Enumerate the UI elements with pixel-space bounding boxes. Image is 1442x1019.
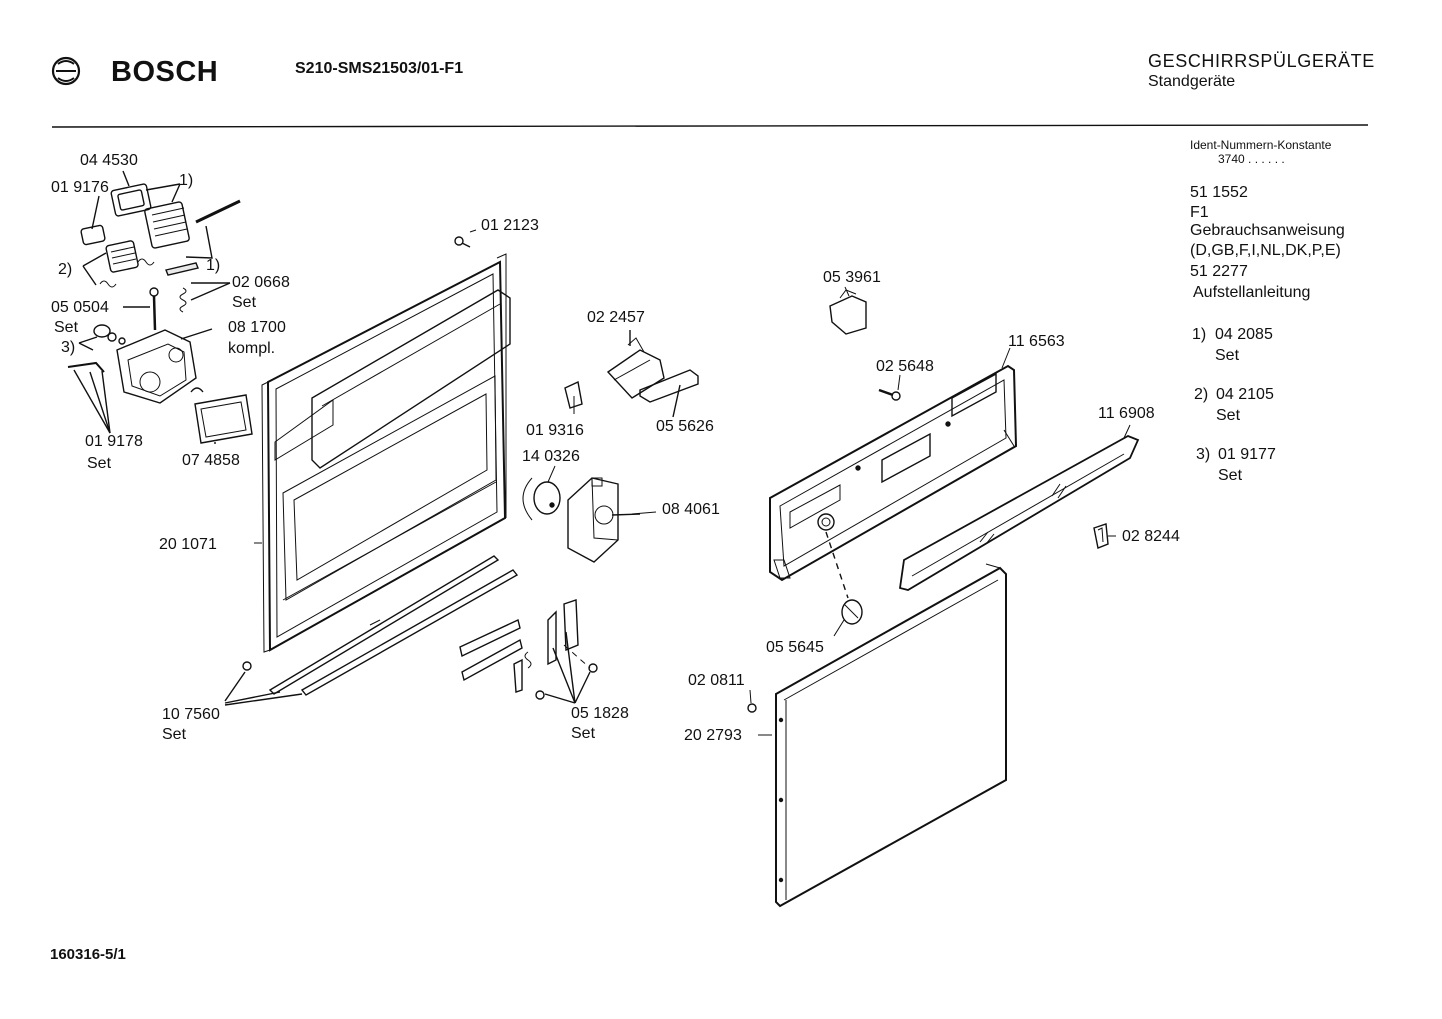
part-label: 07 4858: [182, 452, 240, 469]
part-label: 05 5645: [766, 639, 824, 656]
part-label: 08 1700: [228, 319, 286, 336]
part-label-set: Set: [232, 294, 257, 311]
document-number: 160316-5/1: [50, 946, 126, 963]
leader-lines-051828: [544, 631, 591, 704]
part-label-set: Set: [571, 725, 596, 742]
part-label: 01 9316: [526, 422, 584, 439]
hinge-bracket-part: [459, 599, 598, 700]
note-ref-label: 1): [206, 257, 221, 274]
bracket-plate-part: [165, 262, 199, 276]
microswitch-part: [564, 380, 583, 414]
ident-label: Ident-Nummern-Konstante: [1190, 138, 1332, 152]
doc2-number: 51 2277: [1190, 263, 1248, 280]
note-1-key: 1): [1192, 326, 1207, 343]
screw-rail-part: [242, 661, 252, 671]
control-panel-part: [769, 364, 1018, 582]
part-label: 05 5626: [656, 418, 714, 435]
part-label: 05 1828: [571, 705, 629, 722]
doc1-code: F1: [1190, 204, 1209, 221]
part-label: 20 1071: [159, 536, 217, 553]
ident-value: 3740 . . . . . .: [1218, 152, 1285, 166]
knob-part: [93, 324, 126, 345]
part-label: 20 2793: [684, 727, 742, 744]
doc1-name: Gebrauchsanweisung: [1190, 222, 1345, 239]
part-label: 11 6563: [1008, 333, 1065, 350]
clip-springs-part: [99, 258, 155, 288]
header-rule: [51, 124, 1369, 128]
doc2-name: Aufstellanleitung: [1193, 284, 1311, 301]
model-number: S210-SMS21503/01-F1: [295, 60, 464, 77]
part-label: 10 7560: [162, 706, 220, 723]
fascia-trim-part: [898, 435, 1140, 591]
part-label-set: Set: [87, 455, 112, 472]
note-1-suffix: Set: [1215, 347, 1240, 364]
part-label: 01 9176: [51, 179, 109, 196]
category-subtitle: Standgeräte: [1148, 73, 1236, 90]
inner-door-panel-part: [261, 253, 511, 653]
clip-028244-part: [1093, 523, 1109, 549]
small-cap-part: [80, 224, 106, 246]
part-label: 05 0504: [51, 299, 109, 316]
part-label: 02 5648: [876, 358, 934, 375]
bottom-rail-part: [268, 555, 519, 696]
knob-055645-part: [841, 599, 863, 625]
screw-012123-part: [454, 236, 471, 248]
small-grille-part: [105, 240, 139, 273]
note-ref-label: 2): [58, 261, 73, 278]
lock-mechanism-part: [606, 337, 665, 399]
note-ref-label: 1): [179, 172, 194, 189]
note-3-suffix: Set: [1218, 467, 1243, 484]
part-label-kompl: kompl.: [228, 340, 276, 357]
part-label: 02 0811: [688, 672, 745, 689]
gasket-frame-part: [194, 394, 253, 444]
part-label: 04 4530: [80, 152, 138, 169]
note-2-part: 04 2105: [1216, 386, 1274, 403]
brand-name: BOSCH: [111, 56, 219, 88]
doc1-languages: (D,GB,F,I,NL,DK,P,E): [1190, 242, 1341, 259]
part-label: 02 0668: [232, 274, 290, 291]
part-label: 05 3961: [823, 269, 881, 286]
vent-cover-part: [110, 183, 152, 217]
bracket-small-part: [190, 387, 204, 393]
screw-020811-part: [747, 703, 757, 713]
part-label: 02 8244: [1122, 528, 1180, 545]
part-label: 02 2457: [587, 309, 645, 326]
selector-dial-part: [522, 477, 561, 521]
spring-part: [179, 287, 187, 313]
leader-lines-107560: [224, 671, 303, 706]
note-1-part: 04 2085: [1215, 326, 1273, 343]
lever-part: [67, 361, 105, 373]
part-label-set: Set: [162, 726, 187, 743]
note-ref-label: 3): [61, 339, 76, 356]
part-label: 08 4061: [662, 501, 720, 518]
pin-part: [149, 287, 159, 331]
category-title: GESCHIRRSPÜLGERÄTE: [1148, 51, 1375, 71]
timer-unit-part: [567, 477, 641, 563]
part-label-set: Set: [54, 319, 79, 336]
note-2-suffix: Set: [1216, 407, 1241, 424]
note-3-key: 3): [1196, 446, 1211, 463]
dosing-housing-part: [116, 329, 197, 404]
part-label: 14 0326: [522, 448, 580, 465]
leader-lines-top-left: [73, 170, 231, 444]
vent-rod-part: [195, 199, 241, 224]
lock-catch-part: [639, 369, 699, 403]
vent-grille-part: [144, 201, 190, 249]
screw-025648-part: [878, 388, 901, 401]
note-3-part: 01 9177: [1218, 446, 1276, 463]
bosch-logo-icon: [51, 56, 81, 86]
outer-door-panel-part: [775, 563, 1007, 908]
part-label: 11 6908: [1098, 405, 1155, 422]
note-2-key: 2): [1194, 386, 1209, 403]
part-label: 01 2123: [481, 217, 539, 234]
mounting-bracket-part: [829, 289, 867, 335]
doc1-number: 51 1552: [1190, 184, 1248, 201]
part-label: 01 9178: [85, 433, 143, 450]
